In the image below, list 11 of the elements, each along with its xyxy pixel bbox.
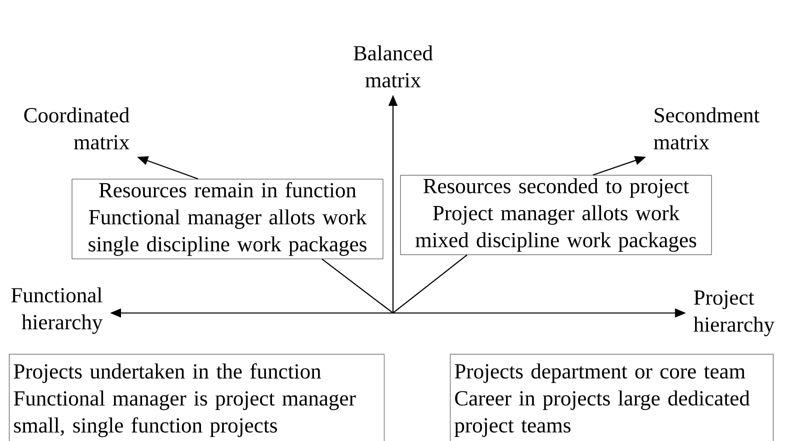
axis-label: Balanced matrix [354,45,433,88]
connector-line [392,254,468,314]
text-box: Resources seconded to project Project manager allots work mixed discipline work packages [400,175,712,255]
axis-label: Secondment matrix [654,107,760,150]
axis-label: Functional hierarchy [11,287,103,334]
connector-line [322,258,394,314]
axis-label: Coordinated matrix [24,107,130,150]
text-box: Resources remain in function Functional manager allots work single discipline work packages [72,178,384,260]
text-box: Projects department or core team Career in projects large dedicated project teams [450,354,774,441]
axis-label: Project hierarchy [694,290,774,336]
text-box: Projects undertaken in the function Functional manager is project manager small, single function projects [9,354,384,441]
